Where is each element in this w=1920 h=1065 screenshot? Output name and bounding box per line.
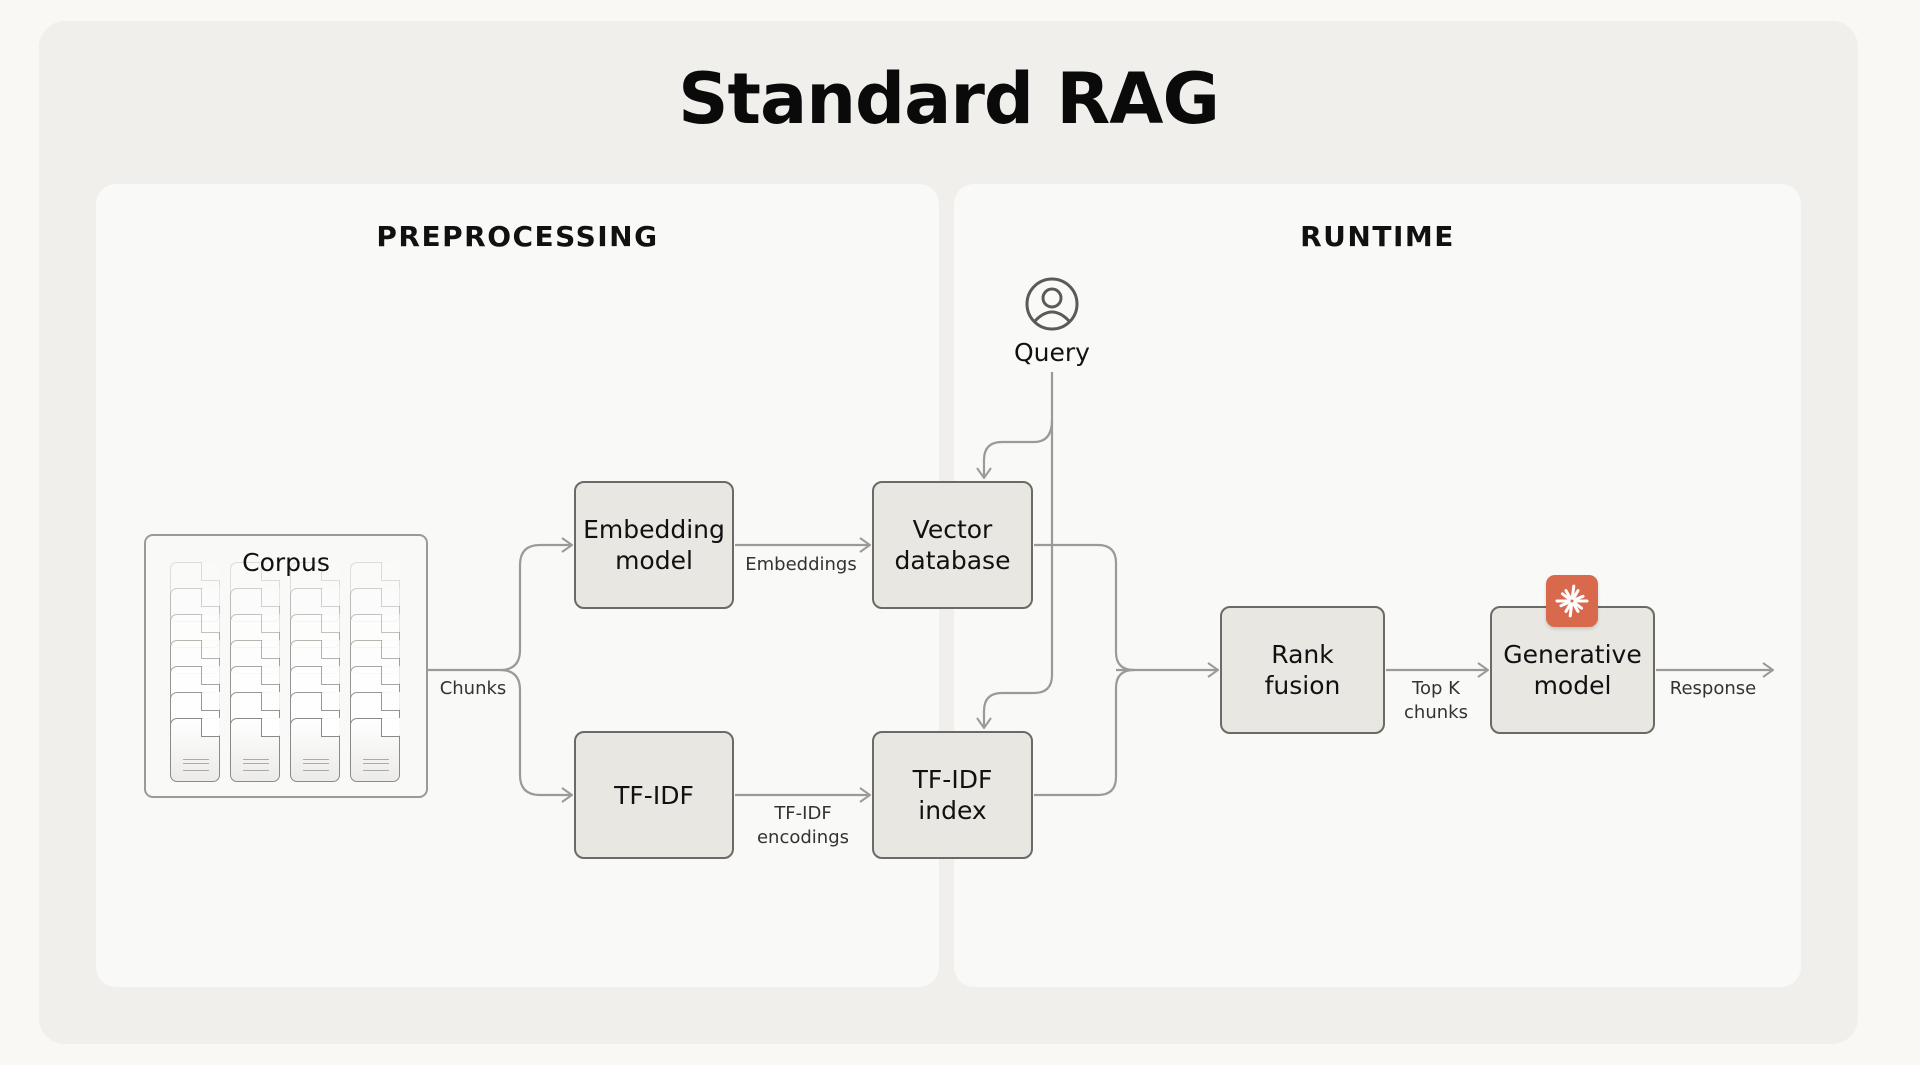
- document-column: [230, 562, 280, 782]
- edge-query-trunk: [984, 372, 1054, 728]
- edge-chunks-to-embedding: [499, 545, 572, 672]
- runtime-heading: RUNTIME: [1300, 220, 1455, 253]
- user-circle-icon: [1025, 277, 1079, 331]
- runtime-panel: [954, 184, 1801, 987]
- spark-ray: [1570, 584, 1576, 600]
- document-icon: [350, 718, 400, 782]
- diagram-title: Standard RAG: [678, 58, 1220, 140]
- spark-ray: [1572, 601, 1584, 610]
- document-column: [350, 562, 400, 782]
- spark-ray: [1568, 602, 1574, 618]
- edge-chunks-to-tfidf: [499, 668, 572, 795]
- embeddings-label: Embeddings: [742, 553, 860, 577]
- document-column: [290, 562, 340, 782]
- tfidf-encodings-label: TF-IDF encodings: [750, 802, 856, 850]
- claude-spark-icon: [1546, 575, 1598, 627]
- spark-ray: [1573, 594, 1585, 602]
- edge-tfidf-index-to-fusion: [1034, 668, 1135, 797]
- spark-ray: [1560, 592, 1572, 601]
- document-icon: [230, 718, 280, 782]
- rank-fusion-node: Rank fusion: [1220, 606, 1385, 734]
- response-label: Response: [1664, 677, 1762, 701]
- spark-ray: [1572, 602, 1580, 613]
- generative-model-node: Generative model: [1490, 606, 1655, 734]
- edge-query-to-vector: [984, 419, 1054, 478]
- document-column: [170, 562, 220, 782]
- embedding-model-node: Embedding model: [574, 481, 734, 609]
- query-label: Query: [1014, 338, 1090, 367]
- vector-database-node: Vector database: [872, 481, 1033, 609]
- preprocessing-heading: PREPROCESSING: [376, 220, 659, 253]
- query-node: Query: [1010, 276, 1094, 367]
- chunks-label: Chunks: [436, 677, 510, 701]
- spark-ray: [1564, 602, 1572, 613]
- spark-ray: [1559, 600, 1571, 608]
- corpus-node: Corpus: [144, 534, 428, 798]
- tfidf-index-node: TF-IDF index: [872, 731, 1033, 859]
- corpus-label: Corpus: [242, 548, 330, 577]
- tfidf-node: TF-IDF: [574, 731, 734, 859]
- edge-vector-to-fusion: [1034, 543, 1135, 672]
- document-icon: [350, 562, 400, 622]
- spark-ray: [1572, 589, 1580, 600]
- spark-ray: [1564, 589, 1572, 600]
- top-k-chunks-label: Top K chunks: [1396, 677, 1476, 725]
- document-icon: [170, 718, 220, 782]
- document-icon: [290, 718, 340, 782]
